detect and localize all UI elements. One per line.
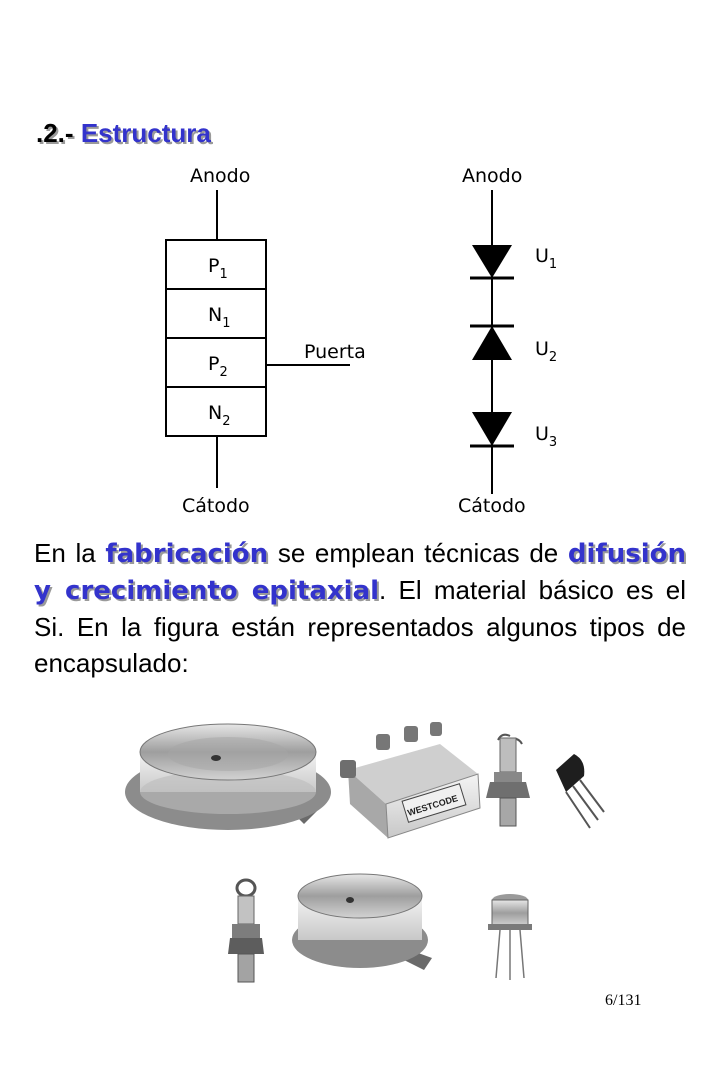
layer-p1: P1 <box>208 255 228 282</box>
gate-label: Puerta <box>304 341 366 363</box>
slide-title: .2.- Estructura <box>36 118 211 149</box>
layer-n1: N1 <box>208 304 231 331</box>
right-anodo-label: Anodo <box>462 165 522 187</box>
diode-u3 <box>472 412 512 446</box>
stud-package-top <box>486 733 530 827</box>
highlight-difusion: difusión y crecimiento epitaxial <box>34 539 686 606</box>
title-number: .2.- <box>36 118 74 148</box>
junction-u1: U1 <box>535 245 557 272</box>
title-word: Estructura <box>80 118 211 148</box>
westcode-module: WESTCODE <box>340 722 481 839</box>
thyristor-structure-diagram: Anodo P1 N1 P2 N2 Puerta Cátodo Anodo U1… <box>165 165 557 517</box>
junction-u2: U2 <box>535 338 557 365</box>
layer-p2: P2 <box>208 353 228 380</box>
to92-package <box>556 754 605 829</box>
disc-package-large <box>125 723 331 830</box>
layer-n2: N2 <box>208 402 231 429</box>
page-number: 6/131 <box>605 992 642 1009</box>
diode-u1 <box>472 245 512 278</box>
stud-package-bottom <box>228 878 264 983</box>
highlight-fabricacion: fabricación <box>105 539 269 569</box>
disc-package-small <box>292 873 432 970</box>
left-anodo-label: Anodo <box>190 165 250 187</box>
left-catodo-label: Cátodo <box>182 495 250 517</box>
fabrication-paragraph: En la fabricación se emplean técnicas de… <box>34 538 686 678</box>
right-catodo-label: Cátodo <box>458 495 526 517</box>
package-photos: WESTCODE <box>125 722 605 983</box>
junction-u3: U3 <box>535 423 557 450</box>
diode-u2 <box>472 326 512 360</box>
metal-can-package <box>488 894 532 980</box>
